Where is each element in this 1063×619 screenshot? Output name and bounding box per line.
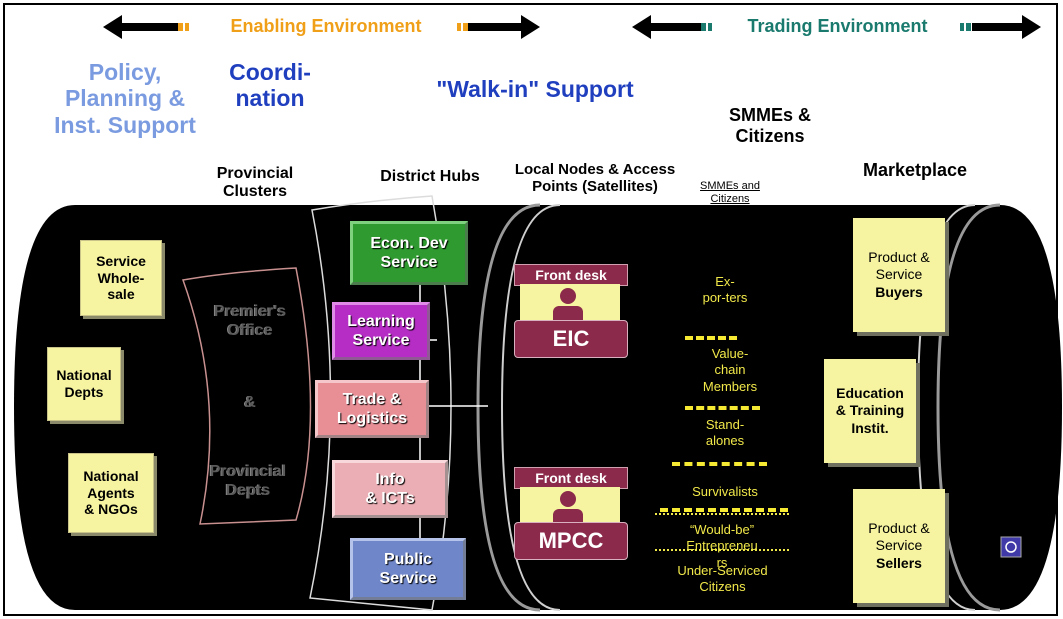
- sellers-line1: Product & Service: [868, 519, 930, 554]
- enabling-arrow: [103, 15, 540, 39]
- sellers-box: Product & Service Sellers: [853, 489, 945, 603]
- smmes-citizens-title: SMMEs & Citizens: [728, 105, 811, 146]
- ampersand-label: &: [244, 394, 256, 411]
- eic-person-body: [553, 306, 583, 322]
- satellite-arc-2: [500, 204, 561, 611]
- cylinder: [14, 205, 1062, 610]
- buyers-box: Product & Service Buyers: [853, 218, 945, 332]
- mpcc-person-body: [553, 509, 583, 525]
- provincial-clusters-heading: Provincial Clusters: [216, 165, 294, 201]
- service-wholesale-box: Service Whole- sale: [80, 240, 162, 316]
- survivalists-label: Survivalists: [692, 484, 758, 499]
- value-chain-label: Value- chain Members: [702, 346, 758, 394]
- buyers-line1: Product & Service: [868, 248, 930, 283]
- education-training-label: Education & Training Instit.: [835, 384, 905, 436]
- separator-3: [672, 462, 767, 470]
- hub-info-icts: Info & ICTs: [332, 460, 448, 518]
- hub-econ-dev: Econ. Dev Service: [350, 221, 468, 285]
- would-be-entrepreneurs-label: “Would-be” Entrepreneu rs: [686, 522, 758, 570]
- mpcc-person-icon: [560, 491, 576, 507]
- settings-icon: [1000, 536, 1022, 558]
- enabling-environment-label: Enabling Environment: [230, 16, 422, 36]
- hub-learning: Learning Service: [332, 302, 430, 360]
- coordination-title: Coordi- nation: [229, 59, 311, 112]
- eic-front-desk: Front desk: [514, 264, 628, 286]
- trading-arrow: [632, 15, 1041, 39]
- separator-1: [685, 336, 737, 344]
- national-agents-ngos-box: National Agents & NGOs: [68, 453, 154, 533]
- exporters-label: Ex- por-ters: [702, 274, 748, 306]
- marketplace-heading: Marketplace: [862, 160, 968, 180]
- smmes-citizens-small-heading: SMMEs and Citizens: [700, 180, 760, 205]
- underserviced-citizens-label: Under-Serviced Citizens: [677, 563, 768, 595]
- provincial-cluster-shape: [181, 267, 312, 525]
- standalones-label: Stand- alones: [705, 417, 745, 449]
- local-nodes-heading: Local Nodes & Access Points (Satellites): [514, 161, 676, 196]
- satellite-arc-1: [476, 203, 541, 612]
- mpcc-front-desk: Front desk: [514, 467, 628, 489]
- separator-4: [660, 508, 788, 516]
- walkin-support-title: "Walk-in" Support: [436, 76, 634, 102]
- hub-trade-logistics: Trade & Logistics: [315, 380, 429, 438]
- mpcc-label: MPCC: [514, 522, 628, 560]
- eic-person-icon: [560, 288, 576, 304]
- national-depts-box: National Depts: [47, 347, 121, 421]
- policy-planning-title: Policy, Planning & Inst. Support: [54, 59, 196, 138]
- district-hubs-heading: District Hubs: [380, 168, 480, 185]
- provincial-depts-label: Provincial Depts: [209, 463, 287, 500]
- trading-environment-label: Trading Environment: [747, 16, 928, 36]
- hub-public-service: Public Service: [350, 538, 466, 600]
- cylinder-end-left: [936, 203, 1001, 612]
- sellers-line2: Sellers: [876, 554, 922, 571]
- buyers-line2: Buyers: [875, 283, 923, 300]
- eic-label: EIC: [514, 320, 628, 358]
- premiers-office-label: Premier's Office: [213, 303, 287, 340]
- education-training-box: Education & Training Instit.: [824, 359, 916, 463]
- separator-2: [685, 406, 760, 414]
